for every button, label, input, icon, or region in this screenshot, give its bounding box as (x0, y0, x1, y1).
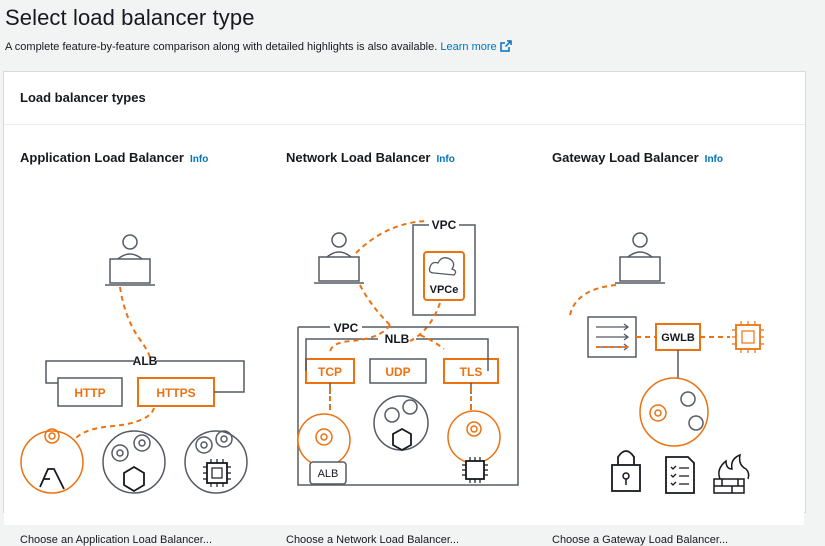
card-title: Network Load Balancer Info (286, 150, 455, 165)
checklist-icon (665, 456, 695, 494)
udp-listener (369, 358, 427, 384)
gwlb-diagram: GWLB (569, 232, 764, 494)
instance-target-group (447, 410, 501, 483)
gwlb-label: GWLB (661, 332, 695, 344)
gwlb-box (655, 323, 701, 351)
alb-target-group: ALB (297, 413, 351, 485)
alb-label: ALB (133, 354, 158, 368)
chip-icon (732, 321, 764, 353)
card-title-label: Application Load Balancer (20, 150, 184, 165)
panel-title: Load balancer types (20, 90, 146, 105)
card-application-load-balancer[interactable]: Application Load Balancer Info ALB HTTP H… (4, 125, 271, 546)
container-target-group (102, 430, 166, 494)
lambda-target-group (20, 428, 84, 494)
container-target-group (373, 395, 429, 452)
external-link-icon (499, 40, 512, 52)
alb-diagram: ALB HTTP HTTPS (20, 234, 248, 494)
alb-target-label: ALB (318, 468, 339, 480)
endpoint-vpc-label: VPC (432, 218, 457, 232)
card-title-label: Gateway Load Balancer (552, 150, 699, 165)
user-icon (105, 234, 155, 286)
load-balancer-types-panel: Load balancer types Application Load Bal… (3, 71, 806, 546)
tcp-label: TCP (318, 365, 342, 379)
card-gateway-load-balancer[interactable]: Gateway Load Balancer Info GWLB (536, 125, 804, 546)
page-description: A complete feature-by-feature comparison… (5, 40, 512, 53)
http-label: HTTP (74, 386, 105, 400)
vpce-label: VPCe (430, 284, 459, 296)
card-title: Application Load Balancer Info (20, 150, 208, 165)
nlb-label: NLB (385, 332, 410, 346)
card-network-load-balancer[interactable]: Network Load Balancer Info VPC VPCe VPC (270, 125, 537, 546)
nlb-diagram: VPC VPCe VPC NLB TCP UDP TLS (297, 218, 519, 486)
description-text: A complete feature-by-feature comparison… (5, 41, 438, 53)
user-icon (314, 232, 364, 284)
udp-label: UDP (385, 365, 410, 379)
page-title: Select load balancer type (5, 5, 255, 30)
instance-target-group (184, 430, 248, 494)
gwlb-target-group (639, 377, 709, 447)
firewall-rules-icon (587, 316, 637, 358)
card-description: Choose a Network Load Balancer... (286, 534, 460, 546)
card-description: Choose a Gateway Load Balancer... (552, 534, 729, 546)
https-label: HTTPS (156, 386, 195, 400)
learn-more-link[interactable]: Learn more (440, 40, 512, 53)
info-link[interactable]: Info (436, 154, 455, 165)
tls-label: TLS (460, 365, 483, 379)
panel-header: Load balancer types (4, 72, 805, 125)
vpc-label: VPC (334, 321, 359, 335)
https-listener (137, 377, 215, 407)
http-listener (57, 377, 123, 407)
info-link[interactable]: Info (704, 154, 723, 165)
learn-more-label: Learn more (440, 41, 497, 53)
info-link[interactable]: Info (189, 154, 209, 165)
card-description: Choose an Application Load Balancer... (20, 534, 213, 546)
card-title-label: Network Load Balancer (286, 150, 431, 165)
card-title: Gateway Load Balancer Info (552, 150, 723, 165)
firewall-icon (713, 453, 750, 494)
user-icon (615, 232, 665, 284)
lock-icon (611, 450, 641, 492)
